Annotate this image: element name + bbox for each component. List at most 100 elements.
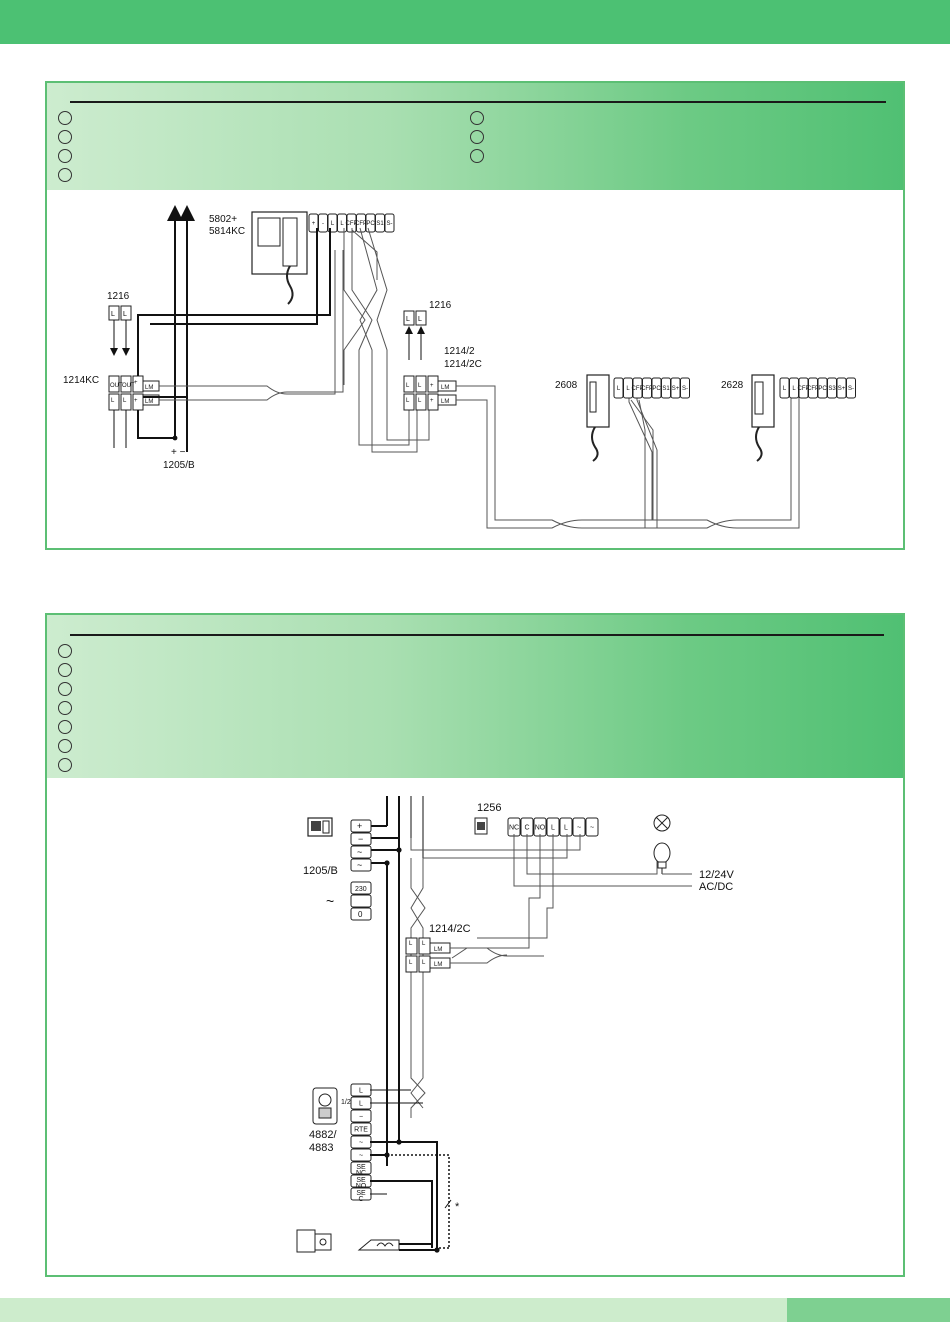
terminal-label: L — [340, 221, 344, 227]
terminal-label: CFP — [798, 386, 810, 392]
svg-text:L: L — [418, 398, 422, 404]
terminal-label: S- — [387, 221, 393, 227]
lamp-icon — [653, 814, 671, 874]
terminal-label: S3 — [828, 386, 836, 392]
item-number-circle — [58, 130, 72, 144]
svg-text:OUT: OUT — [110, 383, 123, 389]
terminal-label: RTE — [354, 1127, 368, 1134]
fraction-label: 1/2 — [341, 1099, 351, 1106]
item-number-circle — [470, 130, 484, 144]
monitor-model-label: 5802+ — [209, 214, 237, 225]
terminal-label: ~ — [590, 825, 594, 832]
psu-polarity: + − — [171, 447, 186, 458]
terminal-label: PC — [652, 386, 661, 392]
terminal-label: - — [322, 221, 324, 227]
terminal-label: L — [783, 386, 787, 392]
svg-text:LM: LM — [145, 385, 153, 391]
phone-2608-icon — [586, 374, 610, 462]
terminal-label: PC — [366, 221, 375, 227]
terminal-label: − — [359, 1114, 363, 1121]
svg-text:L: L — [111, 311, 115, 318]
relay-right-terminals: L L — [403, 310, 427, 326]
lock-terminal-icon — [296, 1229, 332, 1253]
terminal-label: CFP — [346, 221, 358, 227]
terminal-label: + — [312, 221, 316, 227]
terminal-label: L — [617, 386, 621, 392]
svg-text:L: L — [406, 316, 410, 323]
terminal-label: S+ — [672, 386, 680, 392]
svg-text:+: + — [134, 398, 138, 404]
terminal-label: S- — [682, 386, 688, 392]
svg-text:OUT: OUT — [122, 383, 135, 389]
terminal — [384, 213, 395, 233]
monitor-model-label-2: 5814KC — [209, 226, 245, 237]
psu-label: 1205/B — [163, 460, 195, 471]
terminal-label: L — [359, 1088, 363, 1095]
svg-text:L: L — [422, 941, 426, 947]
svg-text:LM: LM — [434, 962, 442, 968]
door-panel-icon — [312, 1087, 338, 1125]
terminal — [846, 377, 856, 399]
relay-1256-icon — [474, 817, 488, 835]
relay-left-terminals: L L — [108, 305, 132, 321]
terminal-label: S1 — [662, 386, 670, 392]
door-panel-label-2: 4883 — [309, 1142, 333, 1154]
terminal — [572, 817, 586, 837]
switcher-label: 1214/2C — [429, 923, 471, 935]
item-number-circle — [58, 644, 72, 658]
top-banner — [0, 0, 950, 44]
terminal-label: L — [551, 825, 555, 832]
svg-text:LM: LM — [441, 399, 449, 405]
terminal-label: C — [524, 825, 529, 832]
monitor-5802-icon — [251, 211, 308, 305]
terminal-label: ~ — [577, 825, 581, 832]
svg-text:LM: LM — [434, 947, 442, 953]
terminal-label: NO — [356, 1183, 367, 1190]
ac-symbol: ~ — [326, 893, 334, 909]
svg-text:+: + — [430, 398, 434, 404]
svg-text:L: L — [409, 941, 413, 947]
svg-text:L: L — [123, 311, 127, 318]
terminal-label: L — [359, 1101, 363, 1108]
panel-1-header-rule — [70, 101, 886, 103]
terminal-label: NC — [509, 825, 519, 832]
terminal — [350, 1122, 372, 1136]
terminal-label: SE — [356, 1164, 366, 1171]
optional-star: * — [455, 1201, 460, 1213]
switcher-mid-label: 1214/2 — [444, 346, 475, 357]
relay-1256-label: 1256 — [477, 802, 501, 814]
terminal-label: L — [331, 221, 335, 227]
svg-text:L: L — [123, 398, 127, 404]
item-number-circle — [58, 682, 72, 696]
item-number-circle — [470, 149, 484, 163]
item-number-circle — [58, 149, 72, 163]
terminal-label: NC — [356, 1170, 366, 1177]
svg-text:LM: LM — [441, 385, 449, 391]
terminal-label: NO — [535, 825, 546, 832]
svg-text:+: + — [430, 383, 434, 389]
terminal-label: C — [358, 1196, 363, 1203]
panel-2-header-rule — [70, 634, 884, 636]
psu-terminals: +−~~ — [350, 819, 372, 921]
door-panel-label: 4882/ — [309, 1129, 337, 1141]
terminal — [585, 817, 599, 837]
svg-text:L: L — [111, 398, 115, 404]
switcher-left-label: 1214KC — [63, 375, 99, 386]
terminal-label: L — [626, 386, 630, 392]
phone2-label: 2628 — [721, 380, 744, 391]
svg-text:L: L — [418, 383, 422, 389]
item-number-circle — [58, 111, 72, 125]
terminal-label: S1 — [376, 221, 384, 227]
terminal — [559, 817, 573, 837]
terminal-label: L — [792, 386, 796, 392]
terminal-label: S- — [848, 386, 854, 392]
